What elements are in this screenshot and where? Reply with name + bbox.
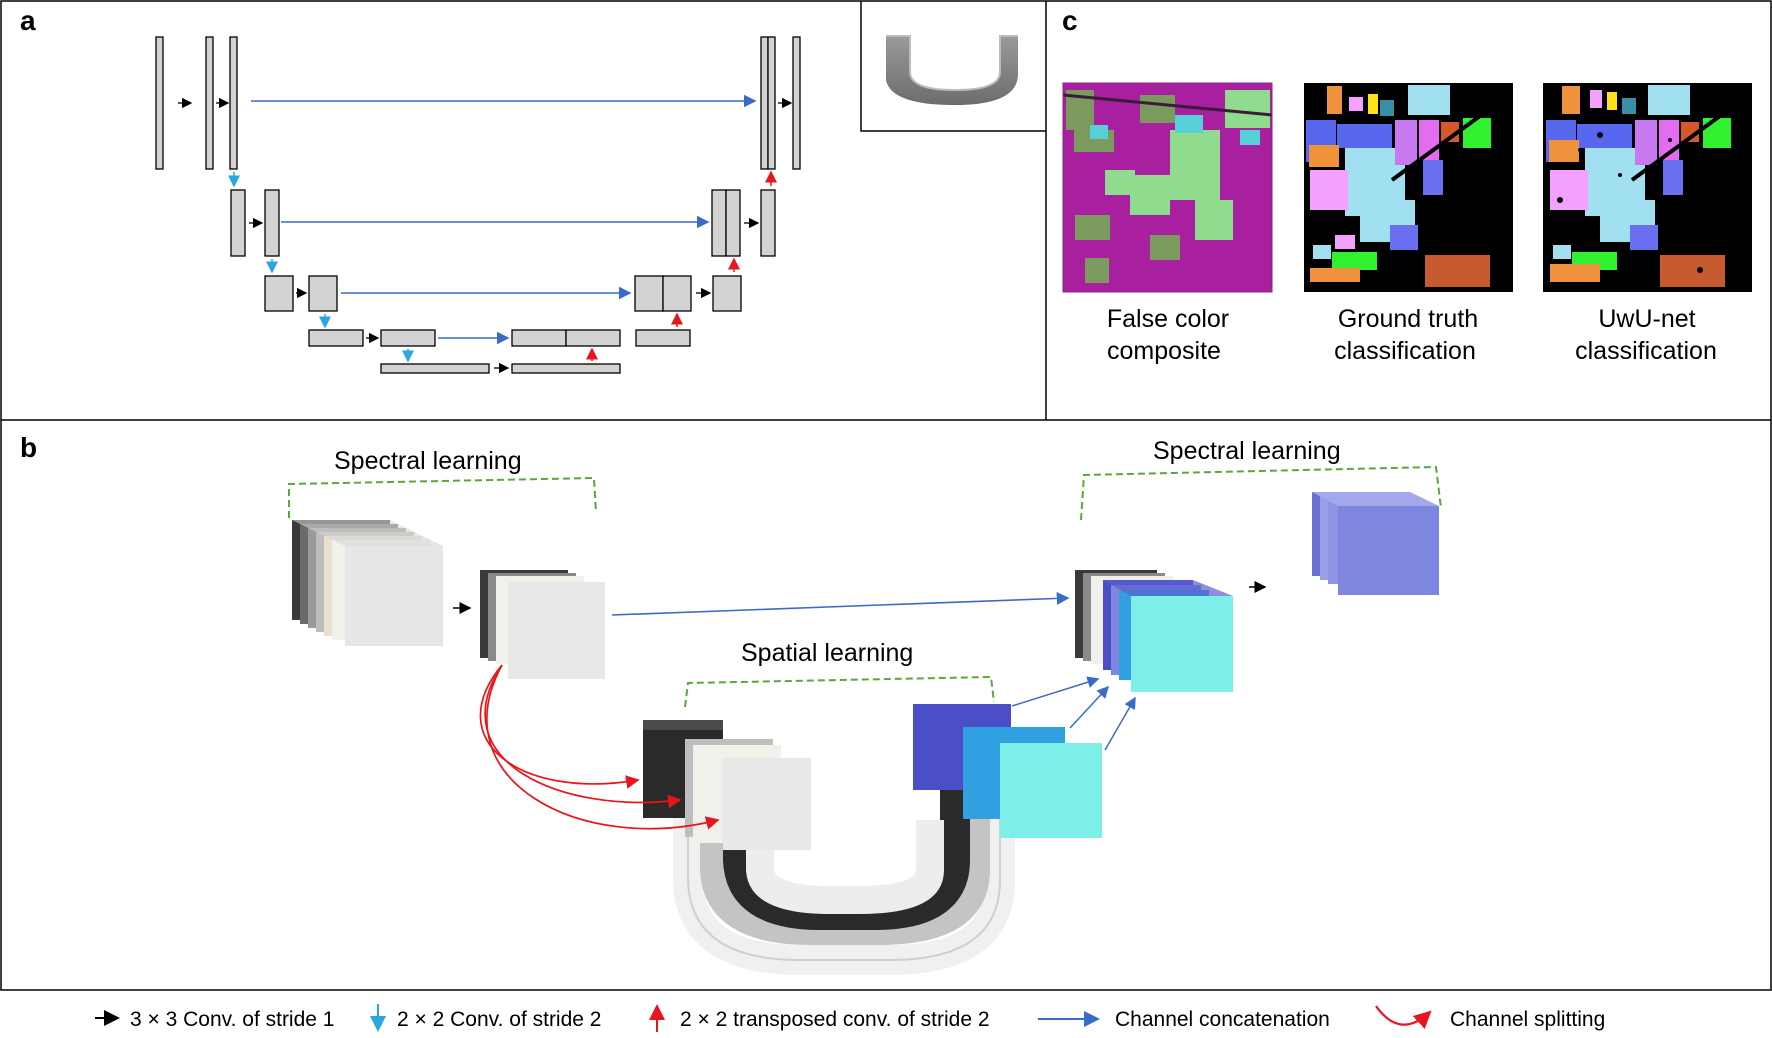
dec2-block-c (760, 189, 776, 257)
legend-up-text: 2 × 2 transposed conv. of stride 2 (680, 1008, 990, 1031)
spatial-concat-arrows (1011, 676, 1136, 751)
dec1-block-b (767, 36, 776, 170)
dec2-block-b (725, 189, 741, 257)
bottom-block-b (511, 363, 621, 374)
enc2-block-b (264, 189, 280, 257)
ground-truth-image (1304, 83, 1513, 292)
false-color-image (1062, 82, 1273, 293)
unet-diagram (155, 36, 801, 374)
caption-1-line1: False color (1107, 305, 1229, 333)
dec4-block-c (635, 329, 691, 347)
dec2-block-a (711, 189, 727, 257)
u-logo (886, 35, 1018, 105)
panel-frames (0, 0, 1772, 991)
legend-split-text: Channel splitting (1450, 1008, 1605, 1031)
channel-split-arrows (479, 664, 720, 830)
spectral-label-left: Spectral learning (334, 447, 522, 475)
unet-concat-arrows (251, 94, 757, 345)
unet-down-arrows (228, 172, 414, 363)
legend-conv-text: 3 × 3 Conv. of stride 1 (130, 1008, 334, 1031)
dec1-block-c (792, 36, 801, 170)
spatial-u-structure (643, 704, 1102, 975)
dec3-block-a (634, 275, 664, 312)
enc1-block-a (155, 36, 164, 170)
legend-red-curved-arrow-icon (1375, 1005, 1432, 1029)
spectral-bracket-right (1080, 465, 1442, 521)
spectral-label-right: Spectral learning (1153, 437, 1341, 465)
legend-concat-text: Channel concatenation (1115, 1008, 1330, 1031)
enc2-block-a (230, 189, 246, 257)
bottom-block-a (380, 363, 490, 374)
caption-2-line2: classification (1334, 337, 1476, 365)
spatial-bracket (684, 675, 995, 708)
caption-3-line2: classification (1575, 337, 1717, 365)
encoder-cube (480, 570, 605, 679)
legend-down-text: 2 × 2 Conv. of stride 2 (397, 1008, 601, 1031)
dec3-block-b (662, 275, 692, 312)
enc3-block-a (264, 275, 294, 312)
panel-b-label: b (20, 432, 37, 463)
dec4-block-a (511, 329, 567, 347)
enc4-block-b (380, 329, 436, 347)
input-cube-stack (292, 520, 443, 646)
concat-cube-stack (1075, 570, 1233, 692)
dec1-block-a (760, 36, 769, 170)
enc4-block-a (308, 329, 364, 347)
enc3-block-b (308, 275, 338, 312)
unet-up-arrows (586, 170, 777, 361)
panel-a-label: a (20, 5, 36, 36)
spectral-bracket-left (288, 476, 597, 518)
unet-conv-arrows (178, 97, 793, 374)
legend: 3 × 3 Conv. of stride 1 2 × 2 Conv. of s… (95, 1004, 1605, 1032)
enc1-block-b (205, 36, 214, 170)
caption-3-line1: UwU-net (1598, 305, 1695, 333)
spatial-label: Spatial learning (741, 639, 913, 667)
uwunet-image (1543, 83, 1752, 292)
dec4-block-b (565, 329, 621, 347)
dec3-block-c (712, 275, 742, 312)
skip-concat-arrow (611, 592, 1070, 616)
panel-c-captions: False color composite Ground truth class… (1107, 305, 1717, 365)
panel-c-label: c (1062, 5, 1078, 36)
caption-1-line2: composite (1107, 337, 1221, 365)
enc1-block-c (229, 36, 238, 170)
output-cube (1312, 492, 1439, 595)
caption-2-line1: Ground truth (1338, 305, 1478, 333)
